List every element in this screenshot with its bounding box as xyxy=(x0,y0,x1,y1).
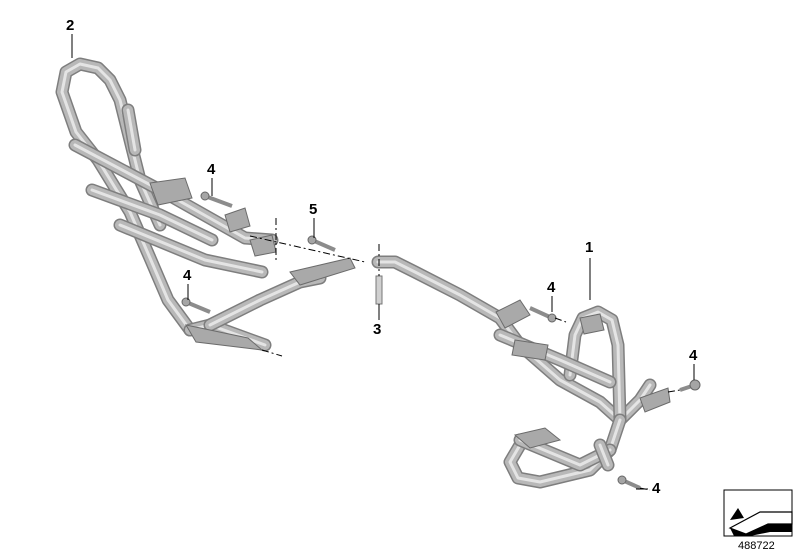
tube-cap-right xyxy=(579,313,605,335)
mount-plate-left-upper xyxy=(149,177,193,206)
bolt-5 xyxy=(307,235,336,252)
crash-bar-right xyxy=(371,255,657,489)
tube-highlight xyxy=(126,108,137,152)
callout-5: 5 xyxy=(309,201,318,218)
tube-highlight xyxy=(598,443,610,467)
mount-plate-right-upper xyxy=(495,299,531,329)
mount-plate-left-lower xyxy=(289,257,356,286)
pin-3 xyxy=(375,275,383,305)
callout-4-lower-left: 4 xyxy=(183,267,192,284)
callout-4-right-upper: 4 xyxy=(547,279,556,296)
tube-highlight xyxy=(90,188,214,242)
bolt-4-lower-left xyxy=(181,297,211,314)
diagram-reference-number: 488722 xyxy=(738,540,775,552)
tube-foot-right xyxy=(513,427,562,449)
leader-lines xyxy=(71,34,695,490)
tube-highlight xyxy=(118,223,264,274)
bolt-4-right-end xyxy=(679,379,701,392)
callout-3: 3 xyxy=(373,321,382,338)
callout-4-right-end: 4 xyxy=(689,347,698,364)
assembly-lines xyxy=(249,218,681,491)
tube-highlight xyxy=(568,310,622,422)
bolt-4-upper-left xyxy=(200,191,233,208)
callout-4-upper-left: 4 xyxy=(207,161,216,178)
callout-1: 1 xyxy=(585,239,594,256)
callout-2: 2 xyxy=(66,17,75,34)
tube-highlight xyxy=(60,62,192,332)
mount-plate-right-end xyxy=(639,387,671,413)
folded-arrow-icon xyxy=(723,489,793,537)
mount-plate-right-mid xyxy=(511,339,549,361)
bolt-4-right-lower xyxy=(617,475,641,490)
mount-plate-left-tab xyxy=(224,207,251,233)
callout-4-right-lower: 4 xyxy=(652,480,661,497)
